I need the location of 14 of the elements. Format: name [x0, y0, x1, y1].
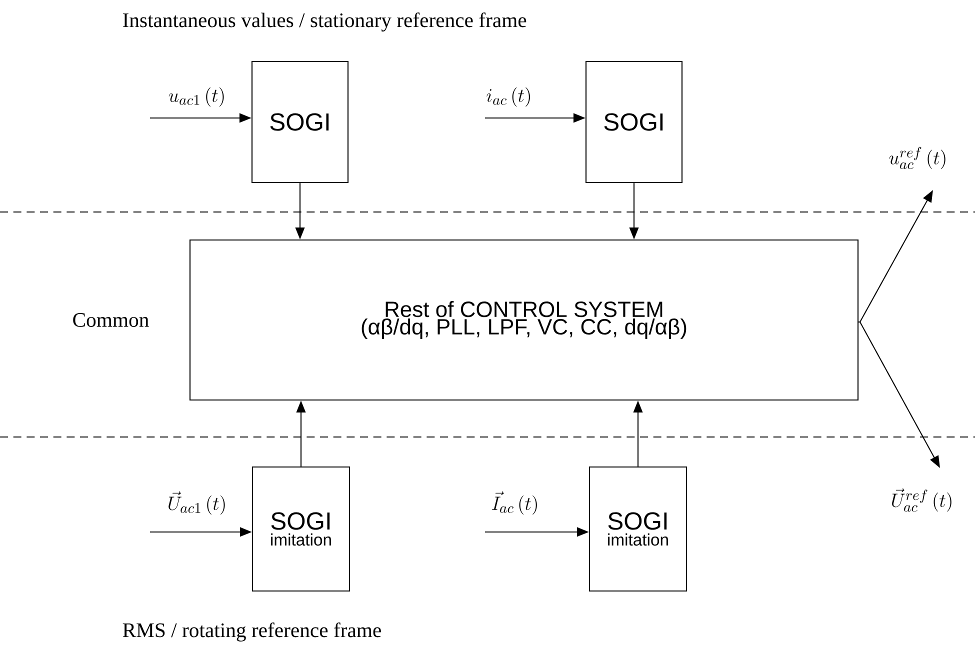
signal-label: $\vec{U}_{ac1}\left(t\right)$	[166, 490, 228, 516]
sogi-box: SOGI imitation	[252, 466, 350, 592]
sogi-box: SOGI	[251, 60, 349, 184]
sogi-box: SOGI imitation	[588, 466, 688, 592]
frame-heading: RMS / rotating reference frame	[122, 622, 381, 642]
region-label: Common	[73, 313, 149, 327]
signal-label: $\vec{I}_{ac}\left(t\right)$	[490, 490, 540, 516]
signal-label: $u_{ac}^{ref}\left(t\right)$	[887, 146, 949, 170]
signal-label: $u_{ac1}\left(t\right)$	[167, 86, 227, 108]
signal-label: $i_{ac}\left(t\right)$	[484, 86, 534, 108]
control-system-box: Rest of CONTROL SYSTEM (αβ/dq, PLL, LPF, VC, CC, dq/αβ)	[189, 239, 859, 401]
signal-label: $\vec{U}_{ac}^{ref}\left(t\right)$	[889, 487, 955, 513]
frame-heading: Instantaneous values / stationary reference frame	[123, 12, 526, 32]
sogi-box: SOGI	[585, 60, 683, 184]
